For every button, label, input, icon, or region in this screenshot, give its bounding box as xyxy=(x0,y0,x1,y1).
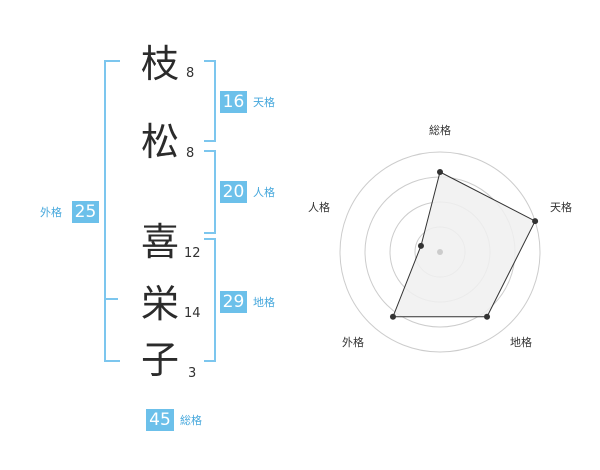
name-char-1: 枝 xyxy=(140,42,179,86)
radar-ring-1 xyxy=(414,226,466,278)
gaikaku-bracket xyxy=(104,60,120,362)
stroke-count-1: 8 xyxy=(186,66,195,81)
stroke-count-3: 12 xyxy=(184,246,201,261)
radar-point-0 xyxy=(437,169,443,175)
radar-point-4 xyxy=(417,242,424,249)
radar-axis-label-4: 人格 xyxy=(308,201,330,214)
jinkaku-bracket xyxy=(204,150,216,234)
chikaku-value: 29 xyxy=(220,291,247,313)
radar-center-dot xyxy=(437,249,443,255)
name-char-4: 栄 xyxy=(140,282,179,326)
gaikaku-bracket-notch xyxy=(104,298,118,300)
soukaku-label: 総格 xyxy=(180,414,202,427)
stroke-count-2: 8 xyxy=(186,146,195,161)
radar-axis-label-3: 外格 xyxy=(342,336,364,349)
name-char-5: 子 xyxy=(140,338,179,382)
name-char-3: 喜 xyxy=(140,220,179,264)
radar-data-polygon xyxy=(392,171,536,318)
tenkaku-label: 天格 xyxy=(253,96,275,109)
stroke-count-5: 3 xyxy=(188,366,197,381)
soukaku-value: 45 xyxy=(146,409,174,431)
tenkaku-bracket xyxy=(204,60,216,142)
radar-axis-label-2: 地格 xyxy=(510,336,532,349)
radar-point-3 xyxy=(389,313,396,320)
radar-axis-label-0: 総格 xyxy=(429,124,451,137)
jinkaku-value: 20 xyxy=(220,181,247,203)
radar-point-2 xyxy=(484,313,491,320)
gaikaku-label: 外格 xyxy=(40,206,62,219)
chikaku-bracket xyxy=(204,238,216,362)
stroke-count-4: 14 xyxy=(184,306,201,321)
chikaku-label: 地格 xyxy=(253,296,275,309)
gaikaku-value: 25 xyxy=(72,201,99,223)
tenkaku-value: 16 xyxy=(220,91,247,113)
name-char-2: 松 xyxy=(140,120,179,164)
radar-ring-4 xyxy=(339,151,541,353)
radar-ring-3 xyxy=(364,176,516,328)
jinkaku-label: 人格 xyxy=(253,186,275,199)
radar-axis-label-1: 天格 xyxy=(550,201,572,214)
radar-ring-2 xyxy=(389,201,491,303)
radar-point-1 xyxy=(532,218,539,225)
